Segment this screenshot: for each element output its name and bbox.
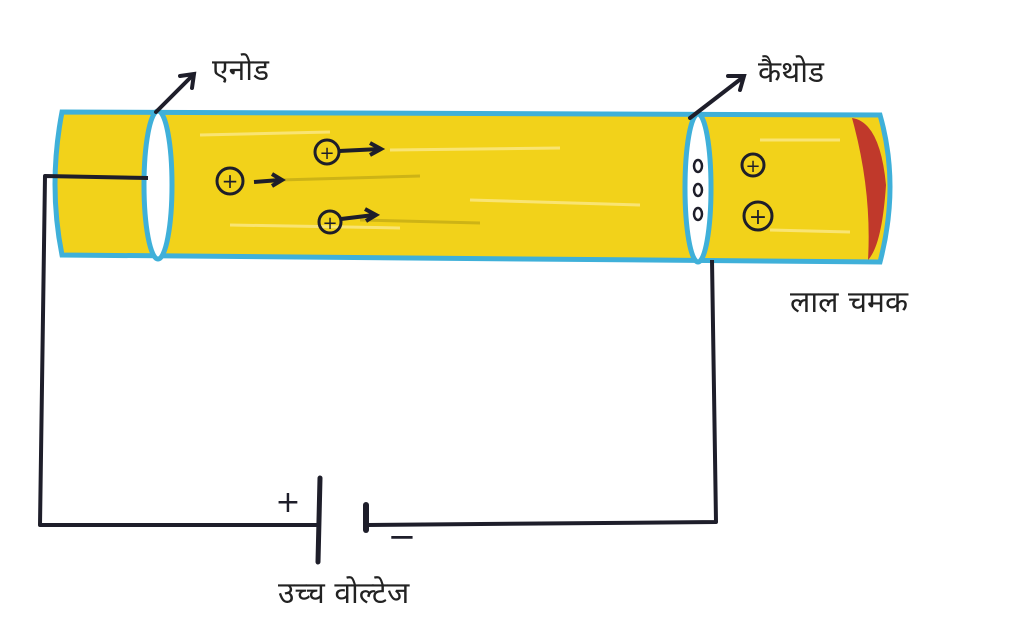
positive-sign: + [749, 205, 767, 230]
red-glow-label: लाल चमक [790, 285, 909, 320]
battery-minus-sign: − [388, 517, 417, 557]
cathode-pointer-arrow [688, 76, 744, 120]
positive-ion [317, 209, 343, 235]
label-pointers [154, 71, 747, 120]
positive-sign: + [322, 213, 337, 234]
battery-plus-sign: + [275, 485, 300, 520]
cathode-label: कैथोड [758, 55, 825, 90]
anode-pointer-arrow [154, 74, 194, 114]
motion-arrow [340, 213, 375, 221]
positive-sign: + [222, 169, 239, 193]
cathode-hole-2 [692, 182, 704, 198]
circuit-wire [38, 174, 718, 527]
positive-ion [313, 138, 341, 166]
tube-highlights [199, 130, 851, 234]
particle-5: + [742, 200, 774, 232]
positive-sign: + [745, 156, 760, 177]
positive-ion [742, 200, 774, 232]
motion-arrow-head [270, 172, 286, 188]
anode-disc [141, 108, 175, 262]
anode-label: एनोड [212, 53, 270, 88]
motion-arrow-head [369, 141, 386, 157]
motion-arrow [338, 147, 381, 153]
cathode-hole-3 [692, 206, 704, 222]
cathode-disc [682, 111, 714, 265]
particle-2: + [313, 138, 386, 166]
cathode-pointer-head [726, 74, 747, 92]
motion-arrow-head [364, 207, 381, 223]
tube-body [52, 109, 893, 265]
motion-arrow [253, 178, 281, 184]
high-voltage-label: उच्च वोल्टेज [278, 576, 410, 611]
positive-ion [215, 166, 245, 196]
discharge-tube [52, 109, 893, 265]
battery-long-plate [315, 475, 323, 565]
particle-3: + [317, 207, 381, 235]
cathode-hole-1 [692, 158, 704, 174]
battery-symbol [315, 475, 369, 565]
tube-shading [279, 174, 481, 225]
particle-1: + [215, 166, 286, 196]
positive-sign: + [319, 143, 334, 164]
cathode-perforations [692, 158, 704, 222]
anode-pointer-head [178, 71, 197, 90]
particle-4: + [740, 152, 766, 178]
positive-ion [740, 152, 766, 178]
red-glow-region [852, 118, 886, 260]
